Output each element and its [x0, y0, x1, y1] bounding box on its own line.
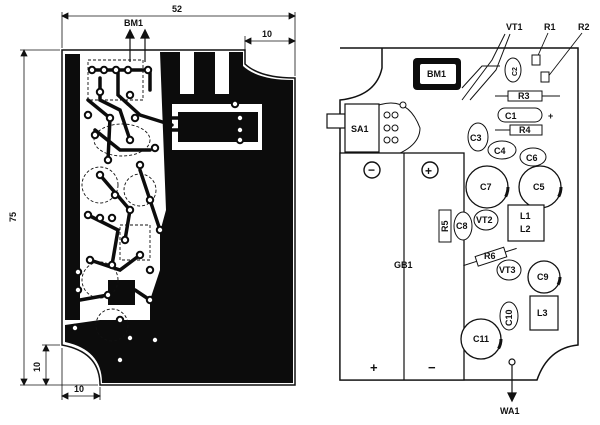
dimension-notch-bottom-w [61, 348, 101, 400]
dimension-notch-bottom-h-value: 10 [32, 362, 42, 372]
wa1-antenna-lead [507, 358, 517, 403]
r2-resistor [540, 71, 550, 83]
r5-label: R5 [440, 220, 450, 232]
vt3-label: VT3 [499, 265, 516, 275]
r4-label: R4 [519, 125, 531, 135]
l3-coil [529, 295, 559, 331]
gb1-minus-terminal [363, 161, 381, 179]
pcb-trace-layout: BM1 52 10 75 [8, 4, 296, 400]
c4-label: C4 [494, 146, 506, 156]
pcb-bm1-label: BM1 [124, 18, 143, 28]
c3-capacitor [467, 122, 489, 152]
c6-capacitor [519, 147, 547, 167]
dimension-width-value: 52 [172, 4, 182, 14]
component-placement: BM1 VT1 C2 R1 R2 R3 C1 + R4 [326, 22, 590, 416]
c10-capacitor [499, 301, 519, 331]
r2-label: R2 [578, 22, 590, 32]
c8-label: C8 [456, 221, 468, 231]
c3-label: C3 [470, 133, 482, 143]
dimension-notch-top [244, 36, 296, 50]
dimension-notch-bottom-w-value: 10 [74, 384, 84, 394]
copper-left-strip [65, 54, 80, 320]
r5-resistor [438, 209, 452, 243]
dimension-notch-top-value: 10 [262, 29, 272, 39]
solder-pads [70, 65, 245, 365]
sa1-switch [344, 103, 380, 153]
c2-label: C2 [512, 67, 519, 76]
c6-label: C6 [526, 153, 538, 163]
vt2-transistor [473, 209, 499, 231]
bm1-leads-arrow [125, 28, 150, 62]
wa1-label: WA1 [500, 406, 520, 416]
sa1-pins [383, 101, 407, 144]
c1-label: C1 [505, 111, 517, 121]
c5-label: C5 [533, 182, 545, 192]
component-outlines [81, 59, 157, 342]
c8-capacitor [453, 211, 473, 241]
vt3-transistor [496, 259, 522, 281]
sa1-actuator [326, 113, 346, 129]
bm1-label: BM1 [427, 69, 446, 79]
l1-label: L1 [520, 211, 531, 221]
sa1-label: SA1 [351, 124, 369, 134]
gb1-bottom-minus: − [428, 360, 436, 375]
c1-plus: + [548, 111, 553, 121]
vt1-label: VT1 [506, 22, 523, 32]
dimension-width [61, 12, 296, 76]
gb1-minus-symbol: − [368, 163, 375, 177]
r1-label: R1 [544, 22, 556, 32]
vt1-leads [461, 33, 511, 101]
dimension-height [20, 49, 98, 386]
r6-resistor [463, 246, 517, 267]
l2-label: L2 [520, 224, 531, 234]
gb1-label: GB1 [394, 260, 413, 270]
dimension-notch-bottom-h [42, 344, 60, 386]
gb1-bottom-plus: + [370, 360, 378, 375]
c9-label: C9 [537, 272, 549, 282]
copper-slot [180, 52, 194, 94]
c7-label: C7 [480, 182, 492, 192]
copper-ground-pour [150, 52, 293, 383]
gb1-battery [339, 152, 465, 381]
r3-label: R3 [518, 91, 530, 101]
c4-capacitor [487, 140, 517, 160]
l1-l2-coil [507, 204, 545, 242]
r1-resistor [531, 54, 541, 66]
c10-label: C10 [504, 309, 514, 326]
r6-label: R6 [484, 251, 496, 261]
gb1-plus-symbol: + [425, 164, 432, 178]
dimension-height-value: 75 [8, 212, 18, 222]
vt2-label: VT2 [476, 215, 493, 225]
gb1-plus-terminal [421, 161, 439, 179]
l3-label: L3 [537, 308, 548, 318]
copper-mid-block [108, 280, 135, 305]
c1-capacitor [497, 107, 543, 123]
c2-capacitor [504, 57, 522, 83]
copper-slot [215, 52, 229, 94]
c11-label: C11 [473, 334, 489, 344]
